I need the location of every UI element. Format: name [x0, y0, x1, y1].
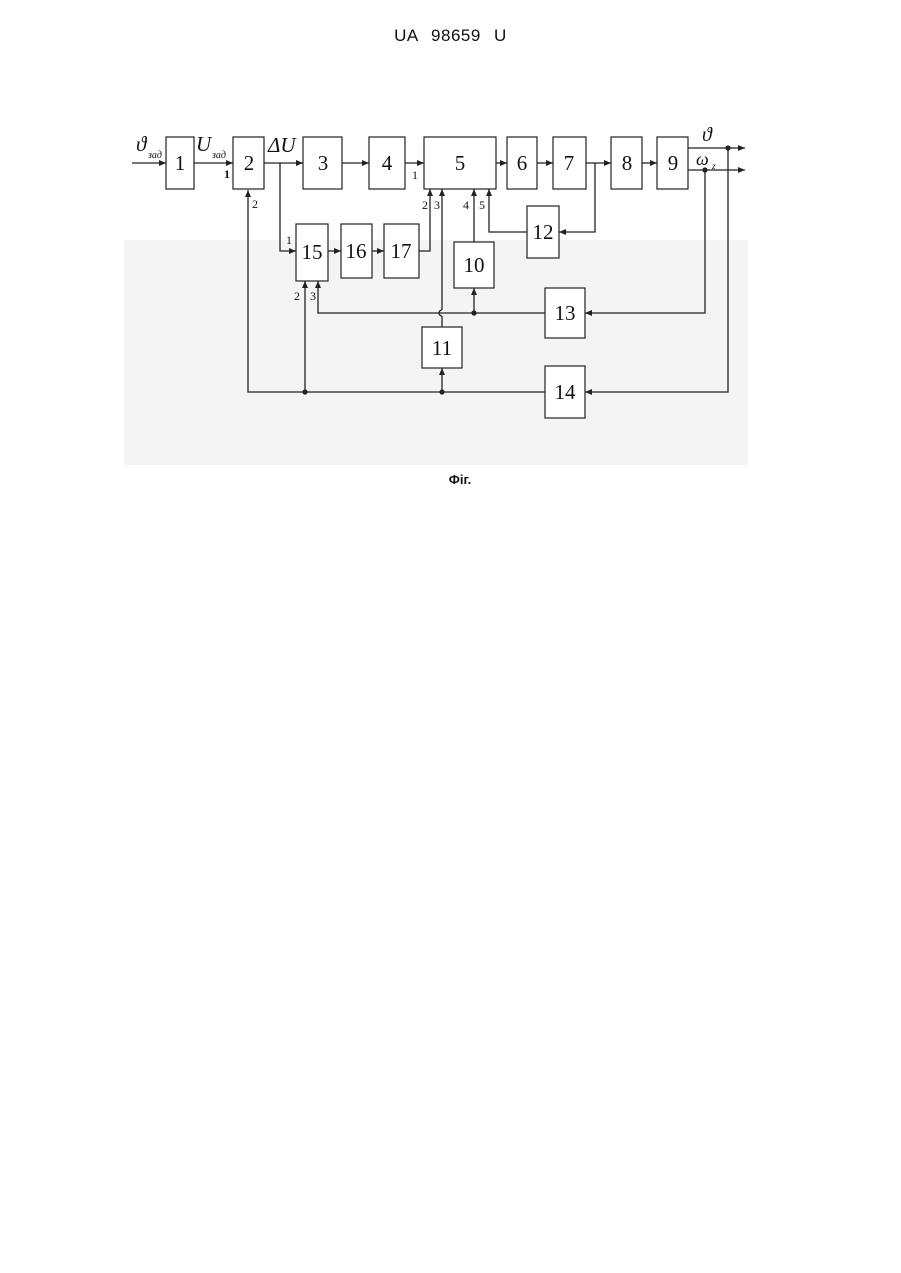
- u-set-subscript: зад: [211, 150, 226, 161]
- block-2-port-2: 2: [252, 197, 258, 211]
- u-set-label: U: [196, 132, 213, 156]
- block-9: 9: [657, 137, 688, 189]
- block-16: 16: [341, 224, 372, 278]
- block-15-port-3: 3: [310, 289, 316, 303]
- block-7: 7: [553, 137, 586, 189]
- block-4-label: 4: [382, 151, 393, 175]
- block-3-label: 3: [318, 151, 329, 175]
- block-13: 13: [545, 288, 585, 338]
- block-5-port-2: 2: [422, 198, 428, 212]
- block-5-port-3: 3: [434, 198, 440, 212]
- block-6-label: 6: [517, 151, 528, 175]
- block-13-label: 13: [555, 301, 576, 325]
- block-16-label: 16: [346, 239, 367, 263]
- block-14-label: 14: [555, 380, 577, 404]
- block-15: 15: [296, 224, 328, 281]
- block-10: 10: [454, 242, 494, 288]
- block-14: 14: [545, 366, 585, 418]
- figure-caption: Фіг.: [0, 472, 901, 487]
- block-10-label: 10: [464, 253, 485, 277]
- block-5-port-5: 5: [479, 198, 485, 212]
- block-1: 1: [166, 137, 194, 189]
- block-12-label: 12: [533, 220, 554, 244]
- block-2-label: 2: [244, 151, 255, 175]
- block-17: 17: [384, 224, 419, 278]
- block-8: 8: [611, 137, 642, 189]
- block-17-label: 17: [391, 239, 412, 263]
- block-diagram: 1 2 3 4 5 6 7 8 9 10 11 12: [0, 0, 901, 470]
- block-11: 11: [422, 327, 462, 368]
- theta-set-label: ϑ: [136, 132, 148, 156]
- block-2: 2: [233, 137, 264, 189]
- theta-output-label: ϑ: [702, 124, 713, 146]
- block-5-port-1: 1: [412, 168, 418, 182]
- block-15-port-1: 1: [286, 233, 292, 247]
- omega-subscript: z: [711, 161, 716, 171]
- block-15-label: 15: [302, 240, 323, 264]
- block-5-port-4: 4: [463, 198, 469, 212]
- block-15-port-2: 2: [294, 289, 300, 303]
- block-8-label: 8: [622, 151, 633, 175]
- block-7-label: 7: [564, 151, 575, 175]
- block-9-label: 9: [668, 151, 679, 175]
- omega-output-label: ω: [696, 149, 709, 169]
- block-2-port-1: 1: [224, 167, 230, 181]
- theta-set-subscript: зад: [147, 150, 162, 161]
- delta-u-label: ΔU: [267, 133, 297, 157]
- block-5-label: 5: [455, 151, 466, 175]
- block-5: 5: [424, 137, 496, 189]
- block-11-label: 11: [432, 336, 452, 360]
- block-6: 6: [507, 137, 537, 189]
- block-1-label: 1: [175, 151, 186, 175]
- block-4: 4: [369, 137, 405, 189]
- block-12: 12: [527, 206, 559, 258]
- block-3: 3: [303, 137, 342, 189]
